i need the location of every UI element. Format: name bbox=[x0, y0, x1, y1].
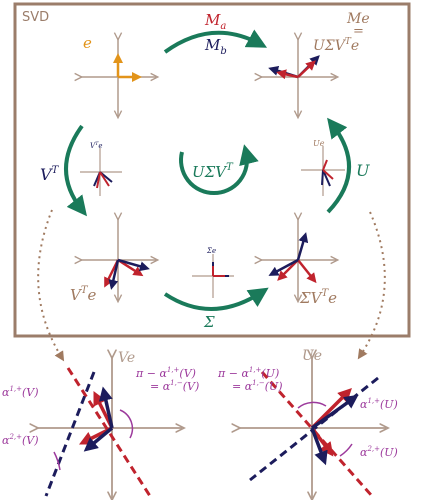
plot-e bbox=[80, 38, 156, 116]
detail-Ue bbox=[238, 356, 386, 498]
svd-frame bbox=[13, 2, 411, 338]
plot-SVTe bbox=[260, 218, 336, 300]
detail-Ue-title: Ue bbox=[302, 348, 322, 364]
arrow-center-cycle bbox=[179, 144, 259, 196]
label-SVTe: ΣVTe bbox=[299, 288, 337, 307]
label-VTe: VTe bbox=[70, 285, 97, 304]
label-Sigma: Σ bbox=[203, 313, 215, 331]
plot-VTe bbox=[80, 218, 156, 300]
arrow-U bbox=[326, 117, 352, 214]
detail-Ve-a1: α1,+(V) bbox=[2, 385, 39, 399]
connector-left bbox=[37, 209, 65, 362]
svd-title: SVD bbox=[22, 10, 49, 25]
label-Me: Me bbox=[346, 11, 370, 27]
detail-Ve-pi: π − α1,+(V) bbox=[135, 366, 196, 380]
label-Me-eq: = bbox=[353, 24, 364, 39]
detail-Ue-pi: π − α1,+(U) bbox=[217, 366, 279, 380]
arrow-M bbox=[163, 29, 268, 54]
label-VTe-small: VTe bbox=[90, 141, 103, 150]
label-VT: VT bbox=[40, 165, 60, 184]
label-U: U bbox=[356, 161, 370, 180]
detail-Ve-eq: = α1,−(V) bbox=[150, 379, 199, 393]
plot-Me bbox=[260, 38, 336, 116]
label-e: e bbox=[83, 34, 92, 52]
label-center: UΣVT bbox=[192, 162, 234, 181]
plot-VTe-small bbox=[80, 148, 122, 196]
label-Mb: Mb bbox=[204, 36, 227, 57]
label-Sigmae-small: Σe bbox=[206, 247, 216, 255]
detail-Ue-eq: = α1,−(U) bbox=[232, 379, 283, 393]
plot-Ue-small bbox=[301, 146, 345, 196]
label-Ue-small: Ue bbox=[313, 139, 325, 148]
detail-Ve-a2: α2,+(V) bbox=[2, 433, 39, 447]
detail-Ve bbox=[36, 356, 182, 498]
label-Ma: Ma bbox=[204, 11, 226, 32]
connector-right bbox=[357, 211, 386, 360]
detail-Ue-a1: α1,+(U) bbox=[360, 397, 398, 411]
detail-Ue-a2: α2,+(U) bbox=[360, 445, 398, 459]
arrow-Sigma bbox=[163, 287, 269, 311]
detail-Ve-title: Ve bbox=[118, 350, 135, 366]
arrow-VT bbox=[64, 124, 87, 217]
label-Me-usvte: UΣVTe bbox=[313, 37, 359, 54]
plot-Sigmae-small bbox=[192, 254, 234, 298]
